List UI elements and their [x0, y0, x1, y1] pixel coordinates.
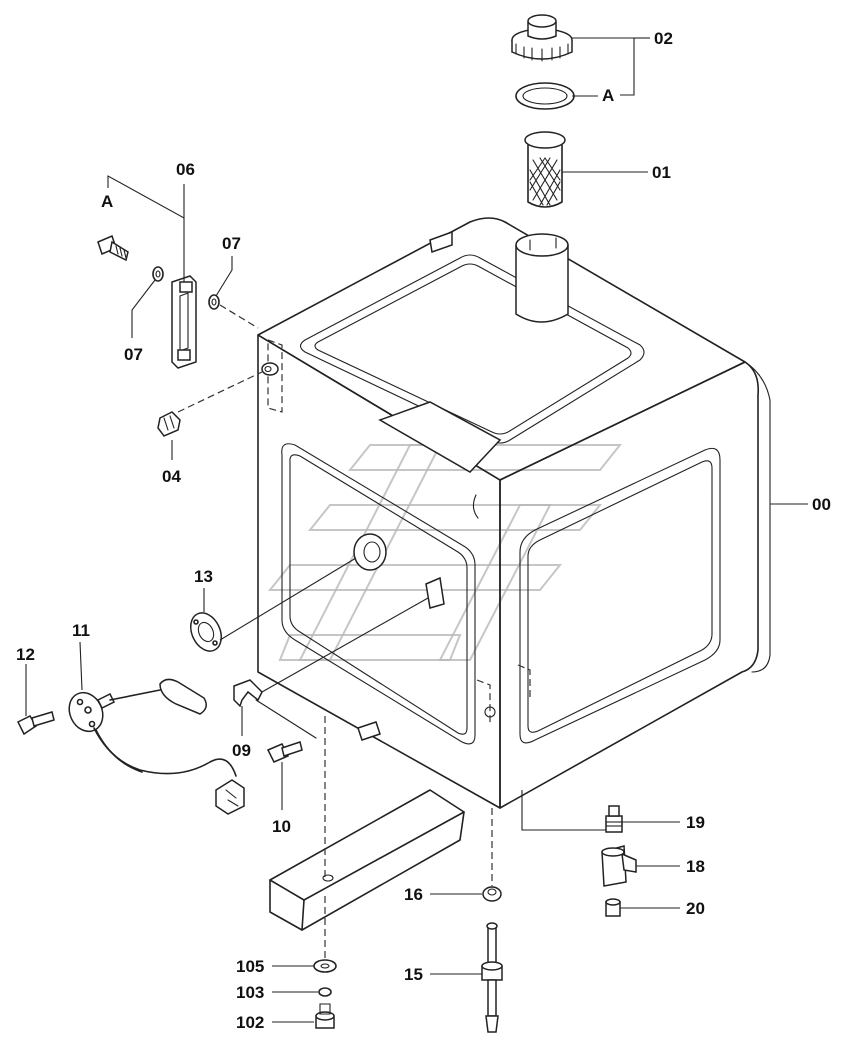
- bolt-10: [266, 741, 303, 763]
- washer-105: [313, 959, 337, 973]
- label-105: 105: [236, 957, 264, 976]
- label-07-right: 07: [222, 234, 241, 253]
- plug-04: [157, 411, 181, 437]
- watermark-logo: [267, 444, 623, 661]
- label-06: 06: [176, 160, 195, 179]
- label-a-left: A: [101, 192, 113, 211]
- label-07-left: 07: [124, 345, 143, 364]
- label-12: 12: [16, 645, 35, 664]
- label-01: 01: [652, 163, 671, 182]
- label-00: 00: [812, 495, 831, 514]
- gasket-13: [190, 612, 222, 652]
- cap-gasket-ring: [515, 82, 575, 110]
- fitting-19: [605, 805, 623, 833]
- washer-07-right: [208, 294, 220, 310]
- label-13: 13: [194, 567, 213, 586]
- sender-port: [353, 533, 387, 571]
- drain-valve-15: [481, 922, 503, 1033]
- label-103: 103: [236, 983, 264, 1002]
- valve-18: [601, 845, 637, 887]
- label-10: 10: [272, 817, 291, 836]
- leader-lines: [25, 37, 808, 1023]
- level-sender: [68, 678, 245, 815]
- bolt-102: [315, 1003, 335, 1029]
- label-19: 19: [686, 813, 705, 832]
- mounting-plate: [269, 789, 465, 931]
- plug-20: [605, 898, 621, 917]
- label-15: 15: [404, 965, 423, 984]
- filler-neck: [515, 233, 569, 323]
- label-20: 20: [686, 899, 705, 918]
- label-102: 102: [236, 1013, 264, 1032]
- strainer: [524, 131, 566, 208]
- lock-washer-103: [318, 987, 332, 997]
- washer-07-left: [152, 266, 164, 282]
- label-04: 04: [162, 467, 181, 486]
- filler-cap: [511, 14, 573, 62]
- label-18: 18: [686, 857, 705, 876]
- bolt-a: [97, 234, 129, 262]
- tank-body: [257, 217, 771, 809]
- label-09: 09: [232, 741, 251, 760]
- label-02: 02: [654, 29, 673, 48]
- bolt-12: [16, 711, 55, 736]
- label-16: 16: [404, 885, 423, 904]
- part-labels: 02 A 01 00 06 A 07 07 04 13 11 12 09 10 …: [16, 29, 831, 1032]
- clip-09: [233, 576, 445, 708]
- washer-16: [482, 886, 502, 902]
- label-11: 11: [72, 621, 90, 640]
- label-a-top: A: [602, 86, 614, 105]
- level-gauge: [171, 275, 197, 369]
- gauge-mount-boss: [261, 362, 279, 376]
